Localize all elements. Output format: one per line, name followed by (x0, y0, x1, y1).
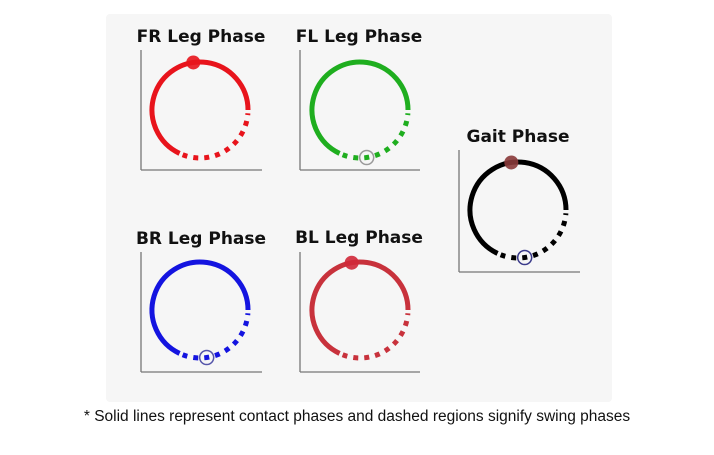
swing-arc-dashed (341, 313, 411, 361)
phase-marker-filled (504, 155, 519, 170)
phase-plot-fl: FL Leg Phase (296, 27, 423, 171)
swing-arc-dashed (499, 213, 569, 261)
phase-plot-bl: BL Leg Phase (295, 228, 423, 373)
phase-plot-gait: Gait Phase (458, 127, 580, 273)
phase-marker-filled (186, 55, 201, 70)
swing-arc-dashed (181, 313, 251, 361)
plot-title: BR Leg Phase (136, 229, 266, 249)
phase-marker-open (358, 149, 375, 166)
phase-plot-fr: FR Leg Phase (137, 27, 266, 171)
plot-title: FR Leg Phase (137, 27, 266, 47)
swing-arc-dashed (181, 113, 251, 161)
phase-marker-open (198, 349, 215, 366)
swing-arc-dashed (341, 113, 411, 161)
footnote: * Solid lines represent contact phases a… (83, 408, 631, 425)
phase-plot-br: BR Leg Phase (136, 229, 266, 373)
phase-marker-open (516, 249, 533, 266)
contact-arc (149, 59, 251, 156)
contact-arc (467, 159, 569, 256)
contact-arc (149, 259, 251, 356)
figure-panel (106, 14, 612, 402)
phase-marker-filled (344, 255, 359, 270)
plot-title: FL Leg Phase (296, 27, 423, 47)
contact-arc (309, 59, 411, 156)
plot-title: BL Leg Phase (295, 228, 423, 248)
contact-arc (309, 259, 411, 356)
plot-title: Gait Phase (467, 127, 570, 147)
